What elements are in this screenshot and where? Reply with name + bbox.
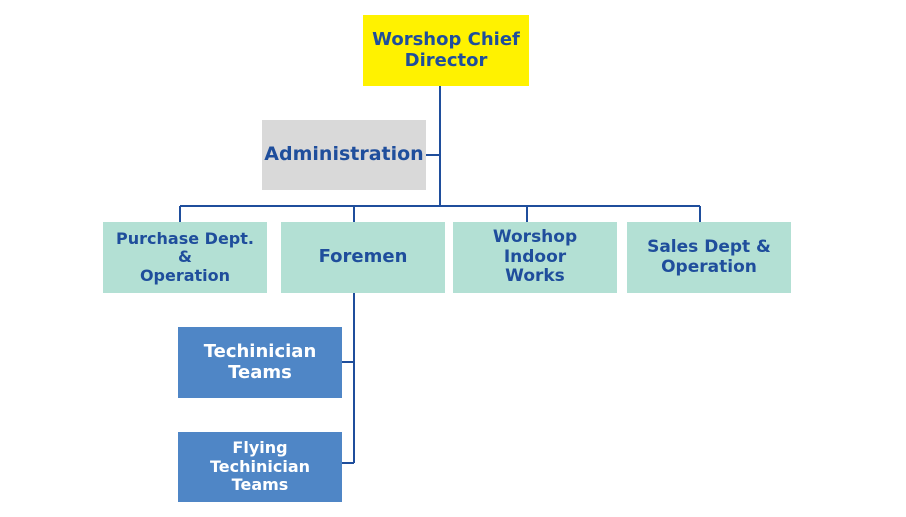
administration-node: Administration [262,120,426,190]
director-node: Worshop Chief Director [363,15,529,86]
foremen-node: Foremen [281,222,445,293]
purchase-dept-node: Purchase Dept. & Operation [103,222,267,293]
sales-dept-node: Sales Dept & Operation [627,222,791,293]
flying-technician-teams-node: Flying Techinician Teams [178,432,342,502]
technician-teams-node: Techinician Teams [178,327,342,398]
indoor-works-node: Worshop Indoor Works [453,222,617,293]
